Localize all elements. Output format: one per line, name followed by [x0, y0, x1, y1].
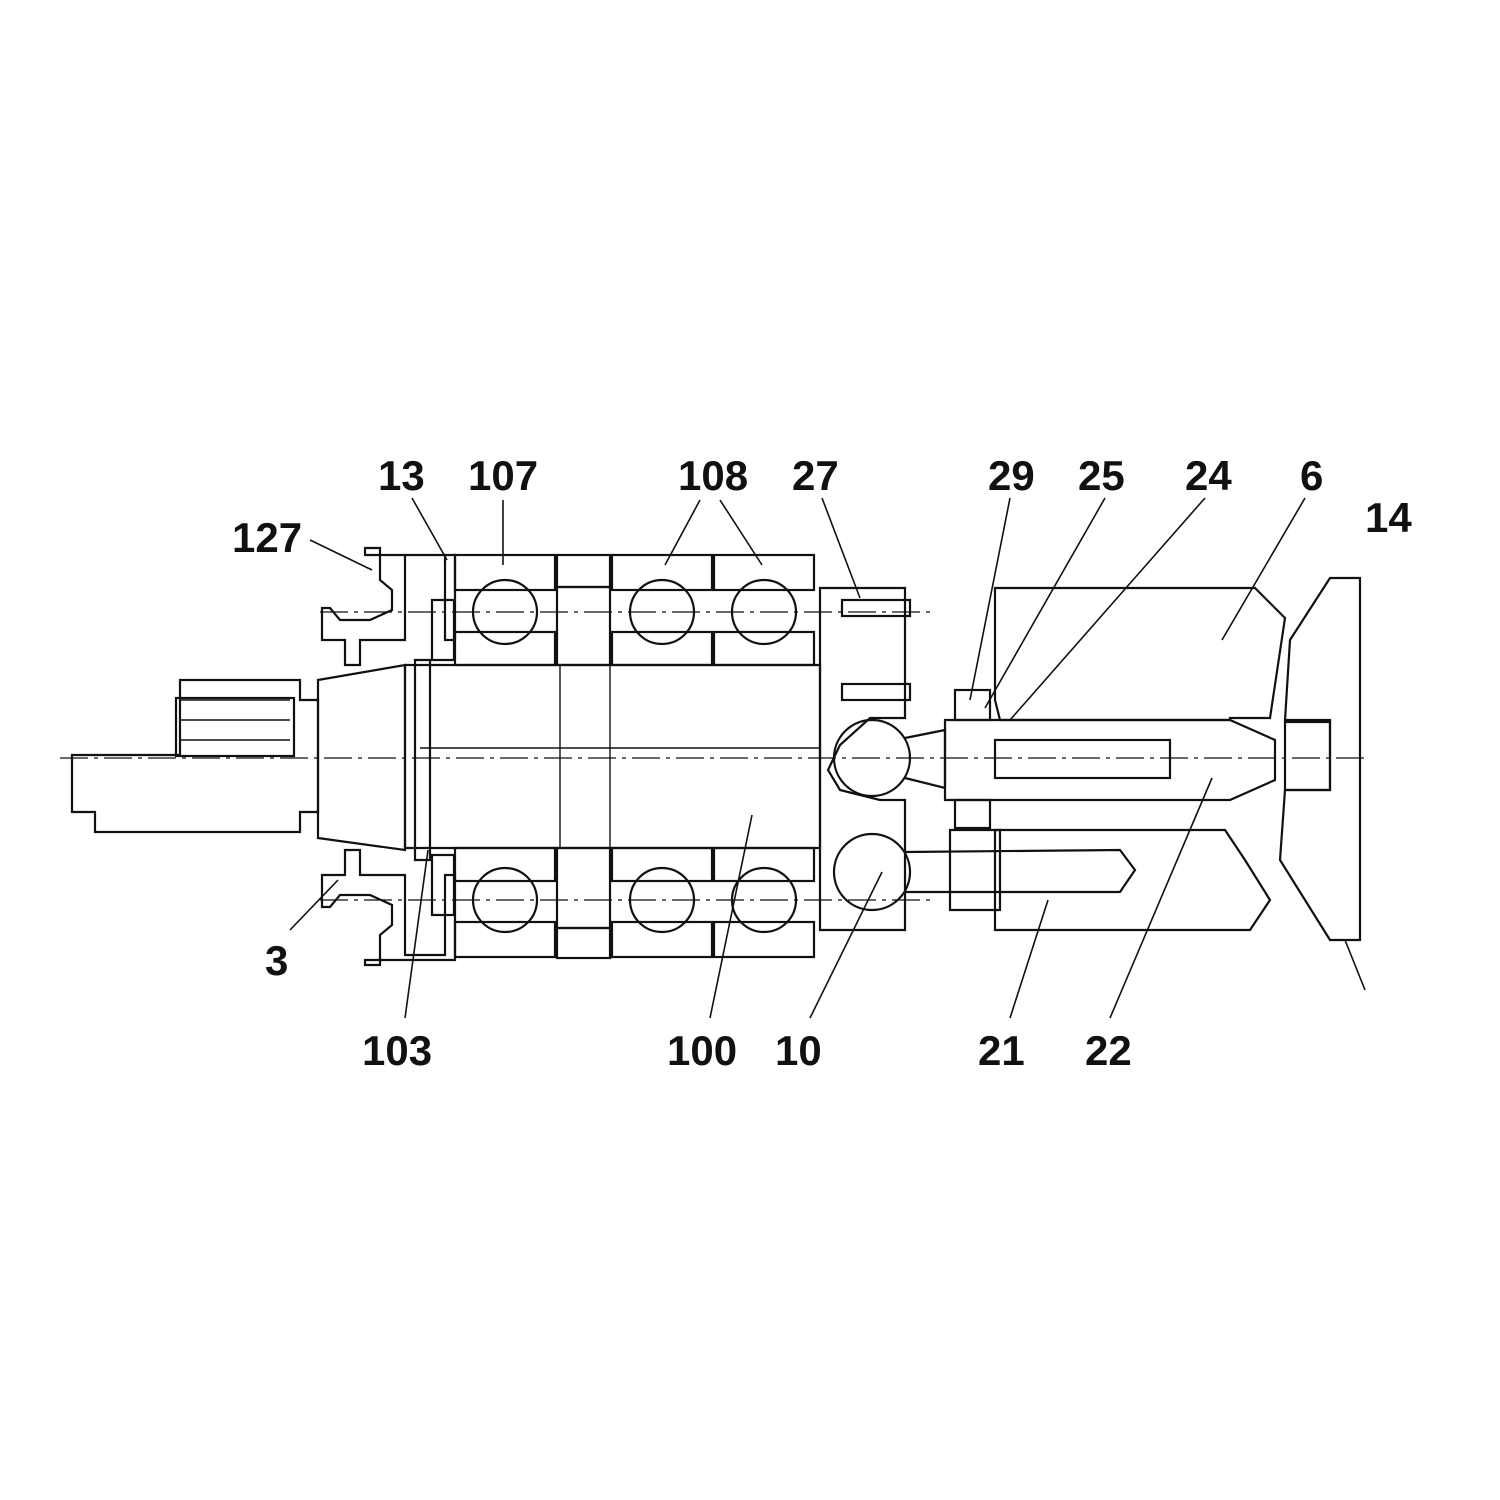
callout-6: 6	[1300, 452, 1323, 499]
bearing-108-b	[712, 553, 816, 959]
seal-ring	[953, 688, 992, 830]
bearing-107	[453, 553, 557, 959]
bearing-108-a	[610, 553, 714, 959]
callout-103: 103	[362, 1027, 432, 1074]
callout-127: 127	[232, 514, 302, 561]
callout-21: 21	[978, 1027, 1025, 1074]
callout-108: 108	[678, 452, 748, 499]
callout-25: 25	[1078, 452, 1125, 499]
front-housing	[320, 546, 457, 967]
cylinder-block	[943, 586, 1287, 932]
leader-lines	[289, 497, 1306, 1019]
callout-24: 24	[1185, 452, 1232, 499]
callout-10: 10	[775, 1027, 822, 1074]
callout-29: 29	[988, 452, 1035, 499]
callout-27: 27	[792, 452, 839, 499]
drive-flange	[818, 586, 912, 932]
callout-14: 14	[1365, 494, 1412, 541]
port-plate	[1278, 576, 1366, 991]
callout-22: 22	[1085, 1027, 1132, 1074]
piston-ball-joints	[832, 718, 1137, 912]
callout-13: 13	[378, 452, 425, 499]
callout-3: 3	[265, 937, 288, 984]
callout-107: 107	[468, 452, 538, 499]
spacer-ring	[555, 553, 612, 960]
callout-100: 100	[667, 1027, 737, 1074]
